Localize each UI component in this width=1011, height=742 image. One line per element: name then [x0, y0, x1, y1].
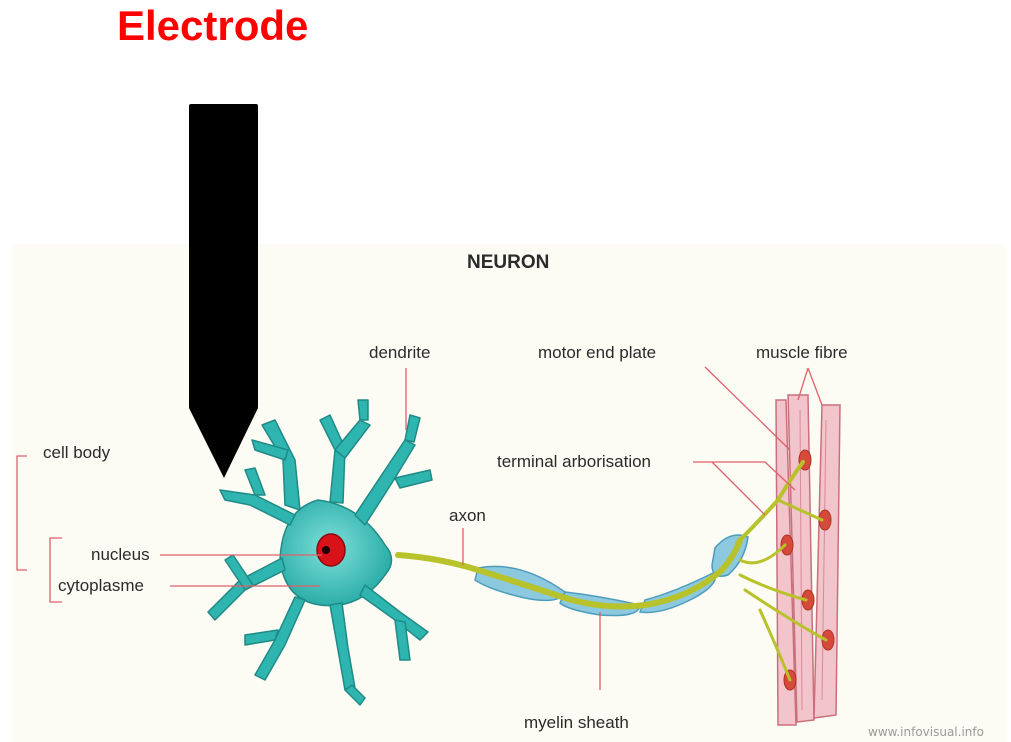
- label-myelin-sheath: myelin sheath: [524, 713, 629, 732]
- label-motor-end-plate: motor end plate: [538, 343, 656, 362]
- nucleus: [317, 534, 345, 566]
- label-dendrite: dendrite: [369, 343, 430, 362]
- label-terminal-arborisation: terminal arborisation: [497, 452, 651, 471]
- muscle-fibres: [776, 395, 840, 725]
- label-nucleus: nucleus: [91, 545, 150, 564]
- label-cytoplasme: cytoplasme: [58, 576, 144, 595]
- label-muscle-fibre: muscle fibre: [756, 343, 848, 362]
- diagram-heading: NEURON: [467, 252, 549, 273]
- electrode: [189, 104, 258, 478]
- axon-fiber: [398, 462, 826, 680]
- cell-body-bracket: [17, 456, 62, 602]
- label-axon: axon: [449, 506, 486, 525]
- watermark: www.infovisual.info: [868, 725, 984, 739]
- label-cell-body: cell body: [43, 443, 111, 462]
